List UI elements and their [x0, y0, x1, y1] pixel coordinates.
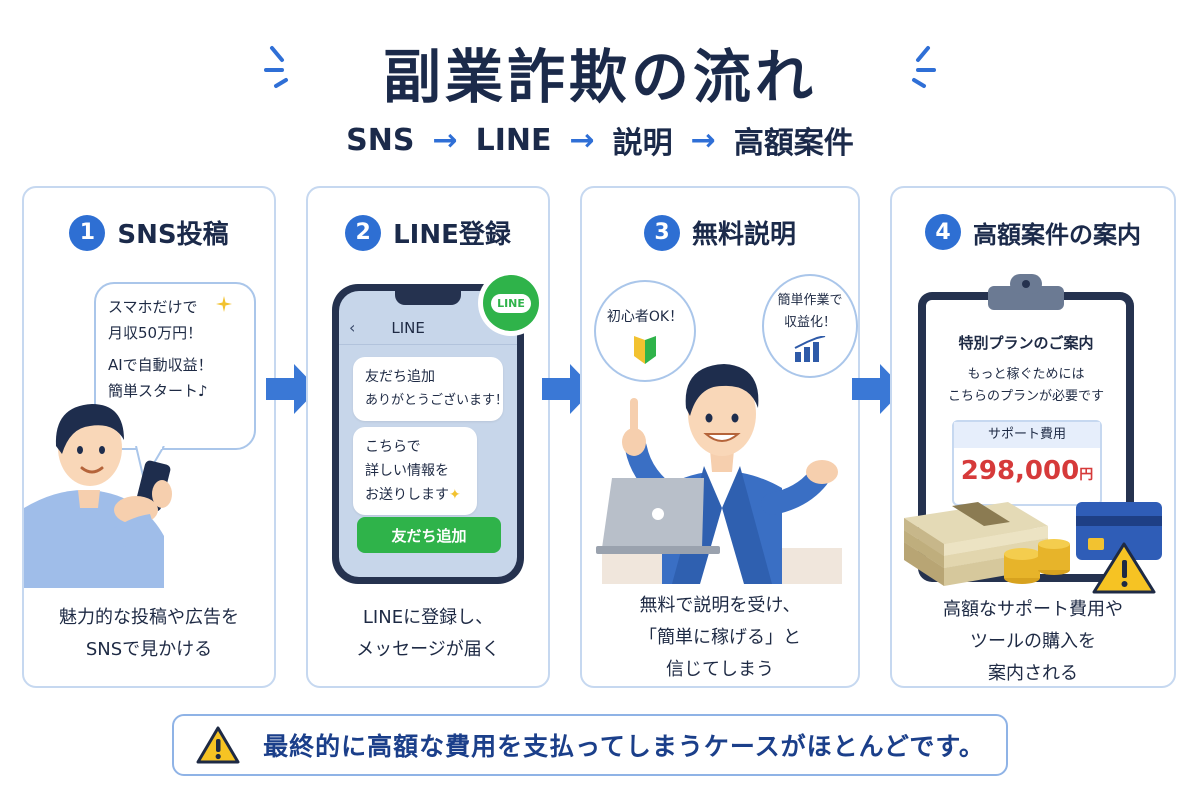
beginner-ok-bubble: 初心者OK！ [594, 280, 696, 382]
fee-amount-row: 298,000円 [954, 456, 1100, 486]
plan-title: 特別プランのご案内 [958, 334, 1094, 352]
flow-arrow-icon [266, 364, 318, 414]
line-logo-icon: LINE [480, 272, 542, 334]
bubble-line: 簡単スタート♪ [108, 382, 208, 400]
card-caption: 無料で説明を受け、 「簡単に稼げる」と 信じてしまう [582, 590, 858, 686]
bubble-line: 簡単作業で [777, 293, 843, 308]
step-card-expensive: 4 高額案件の案内 特別プランのご案内 もっと稼ぐためには こちらのプランが必要… [890, 186, 1176, 688]
message-line: こちらで [365, 439, 421, 455]
fee-label: サポート費用 [954, 422, 1100, 448]
message-line: 詳しい情報を [365, 463, 449, 479]
step-number-badge: 3 [643, 214, 680, 251]
message-text: お送りします [365, 487, 449, 503]
card-title: 無料説明 [691, 220, 796, 250]
presenter-illustration [596, 364, 842, 584]
fee-unit: 円 [1079, 467, 1094, 483]
line-logo-bubble: LINE [483, 275, 539, 331]
spark-left-decoration [264, 46, 288, 88]
caption-line: 高額なサポート費用や [943, 599, 1123, 620]
subtitle-step-expensive: 高額案件 [733, 126, 854, 161]
phone-header-title: LINE [391, 318, 425, 337]
step-number-badge: 1 [69, 214, 106, 251]
card-header: 1 SNS投稿 [24, 214, 274, 251]
message-line: 友だち追加 [365, 369, 435, 385]
page-title: 副業詐欺の流れ [382, 43, 817, 111]
caption-line: SNSで見かける [85, 639, 213, 660]
caption-line: 無料で説明を受け、 [639, 595, 801, 616]
message-line: お送りします✦ [365, 483, 465, 507]
bubble-line: 月収50万円！ [108, 324, 203, 342]
phone-header-bar: ‹ LINE [339, 311, 517, 345]
add-friend-button[interactable]: 友だち追加 [357, 517, 501, 553]
card-title: SNS投稿 [117, 220, 229, 250]
spark-right-decoration [912, 46, 936, 88]
line-message-bubble: 友だち追加 ありがとうございます！ [353, 357, 509, 421]
bubble-line: AIで自動収益！ [108, 356, 213, 374]
bottom-warning-text: 最終的に高額な費用を支払ってしまうケースがほとんどです。 [263, 732, 985, 761]
plan-text-line: もっと稼ぐためには [967, 367, 1085, 382]
caption-line: 信じてしまう [666, 659, 774, 680]
caption-line: 魅力的な投稿や広告を [59, 607, 239, 628]
caption-line: メッセージが届く [356, 639, 500, 660]
sparkle-icon [216, 296, 232, 312]
line-logo-text: LINE [491, 293, 531, 313]
card-header: 3 無料説明 [582, 214, 858, 251]
subtitle-step-sns: SNS [346, 122, 415, 158]
subtitle-arrow-icon: → [690, 122, 716, 158]
step-number-badge: 4 [925, 214, 961, 250]
bottom-warning-banner: 最終的に高額な費用を支払ってしまうケースがほとんどです。 [172, 714, 1008, 776]
subtitle-arrow-icon: → [432, 122, 458, 158]
support-fee-box: サポート費用 298,000円 [952, 420, 1102, 506]
fee-amount: 298,000 [960, 456, 1080, 486]
caption-line: ツールの購入を [970, 631, 1096, 652]
card-caption: LINEに登録し、 メッセージが届く [308, 602, 548, 666]
phone-notch [395, 291, 461, 305]
plan-text: もっと稼ぐためには こちらのプランが必要です [926, 364, 1126, 408]
step-card-explain: 3 無料説明 初心者OK！ 簡単作業で 収益化！ [580, 186, 860, 688]
bubble-text: 初心者OK！ [606, 309, 684, 325]
bubble-line: 収益化！ [783, 315, 836, 330]
subtitle-flow: SNS → LINE → 説明 → 高額案件 [0, 118, 1200, 162]
sparkle-icon: ✦ [449, 487, 461, 503]
step-number-badge: 2 [345, 214, 382, 251]
easy-work-bubble: 簡単作業で 収益化！ [762, 274, 858, 378]
clipboard-clip-icon [988, 274, 1064, 310]
phone-frame: ‹ LINE 友だち追加 ありがとうございます！ こちらで 詳しい情報を お送り… [332, 284, 524, 584]
subtitle-step-line: LINE [475, 122, 552, 158]
card-caption: 高額なサポート費用や ツールの購入を 案内される [892, 594, 1174, 686]
sns-post-bubble: スマホだけで 月収50万円！ AIで自動収益！ 簡単スタート♪ [94, 282, 256, 450]
step-card-sns: 1 SNS投稿 スマホだけで 月収50万円！ AIで自動収益！ 簡単スタート♪ … [22, 186, 276, 688]
phone-screen: ‹ LINE 友だち追加 ありがとうございます！ こちらで 詳しい情報を お送り… [339, 291, 517, 577]
caption-line: 「簡単に稼げる」と [639, 627, 801, 648]
step-card-line: 2 LINE登録 ‹ LINE 友だち追加 ありがとうございます！ こちらで 詳… [306, 186, 550, 688]
caption-line: 案内される [988, 663, 1078, 684]
message-line: ありがとうございます！ [365, 393, 509, 408]
card-header: 2 LINE登録 [308, 214, 548, 251]
line-message-bubble: こちらで 詳しい情報を お送りします✦ [353, 427, 477, 515]
beginner-mark-icon [634, 336, 656, 364]
person-with-phone-illustration [24, 404, 172, 588]
subtitle-arrow-icon: → [569, 122, 595, 158]
warning-icon [196, 726, 240, 764]
back-chevron-icon[interactable]: ‹ [349, 318, 356, 337]
subtitle-step-explain: 説明 [612, 126, 673, 161]
bubble-line: スマホだけで [108, 298, 198, 316]
growth-chart-icon [794, 335, 826, 362]
plan-text-line: こちらのプランが必要です [947, 389, 1104, 404]
caption-line: LINEに登録し、 [362, 607, 494, 628]
card-header: 4 高額案件の案内 [892, 214, 1174, 250]
money-coins-card-illustration [904, 502, 1162, 594]
card-caption: 魅力的な投稿や広告を SNSで見かける [24, 602, 274, 666]
card-title: 高額案件の案内 [973, 220, 1141, 249]
card-title: LINE登録 [393, 220, 511, 250]
